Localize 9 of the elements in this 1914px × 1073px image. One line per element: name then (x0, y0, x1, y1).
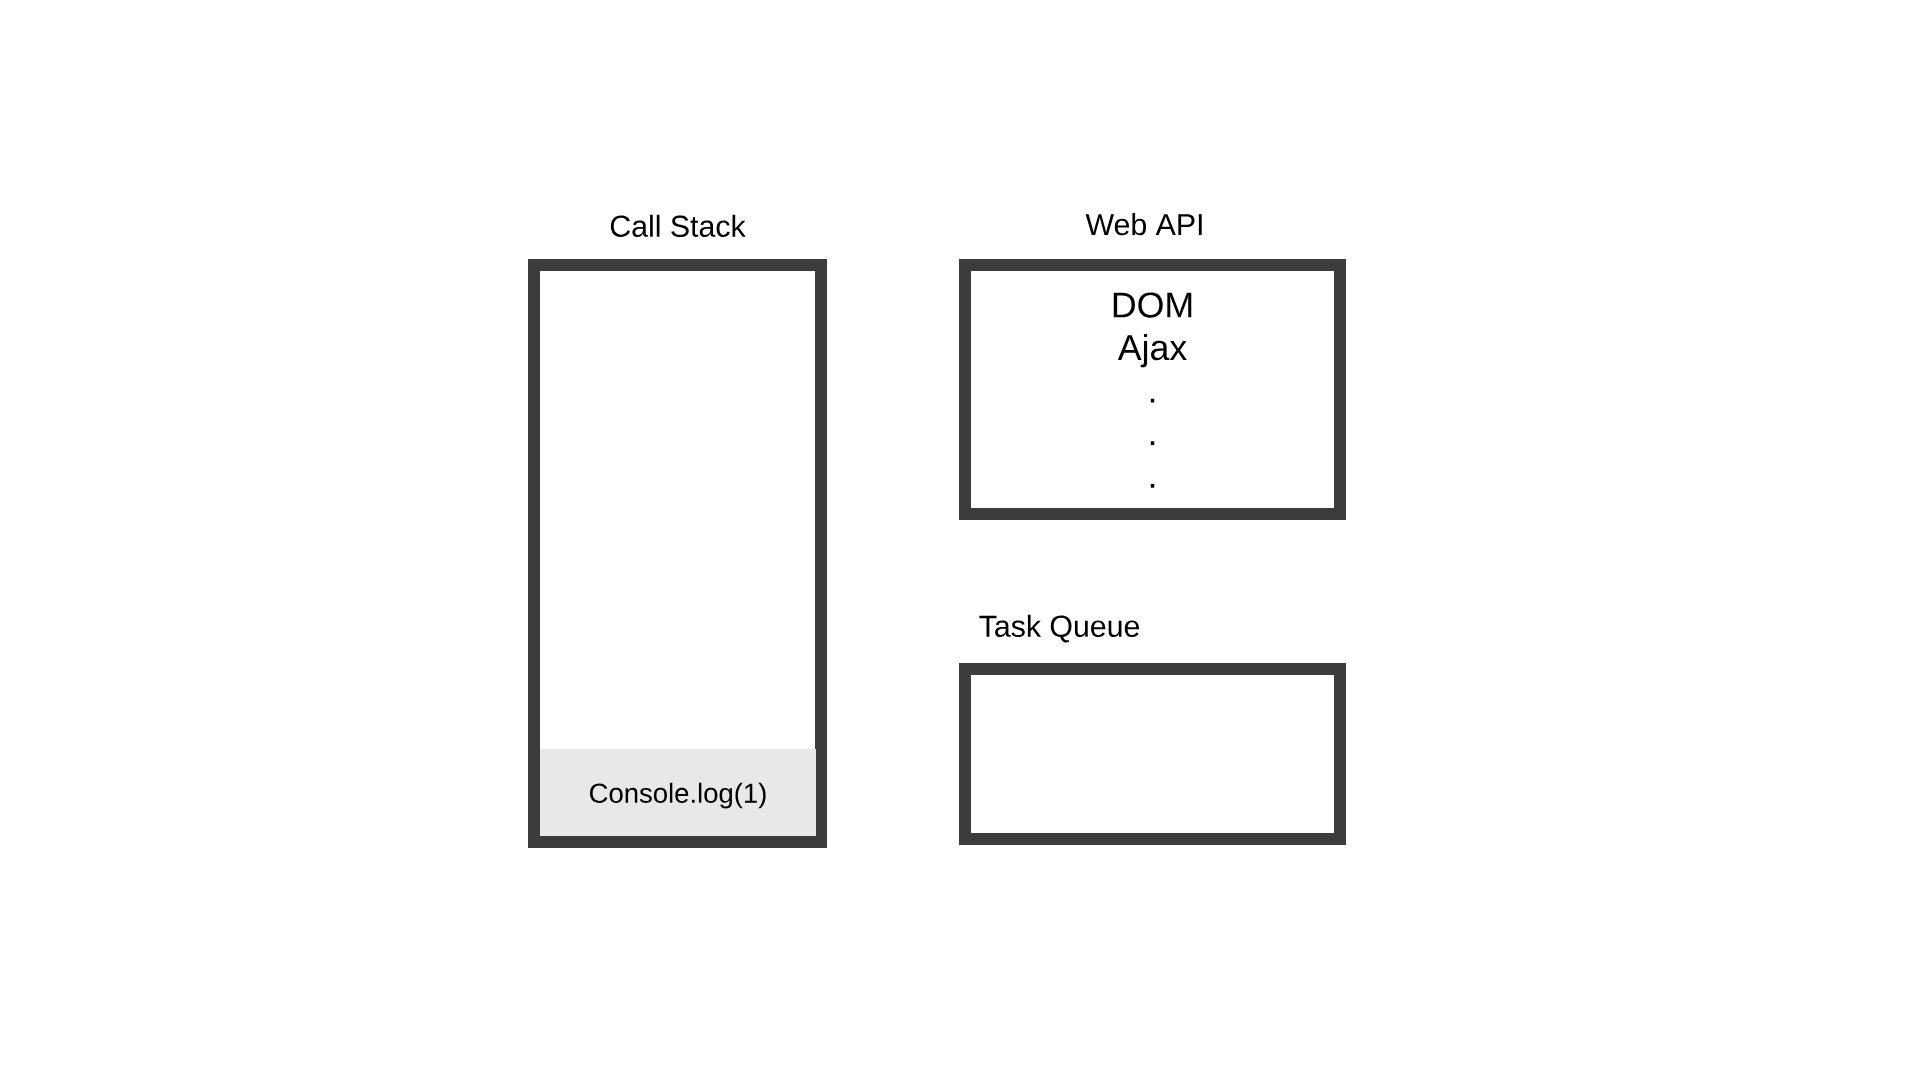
frame-label: Console.log(1) (590, 782, 766, 809)
list-item: Ajax (1117, 334, 1187, 368)
list-item: . (1150, 483, 1155, 488)
panel-title: Call Stack (610, 214, 746, 237)
panel-title: Web API (1085, 213, 1202, 236)
list-item: . (1150, 398, 1155, 403)
list-item: . (1150, 441, 1155, 446)
panel-title: Task Queue (979, 614, 1139, 643)
list-item: DOM (1113, 292, 1192, 318)
